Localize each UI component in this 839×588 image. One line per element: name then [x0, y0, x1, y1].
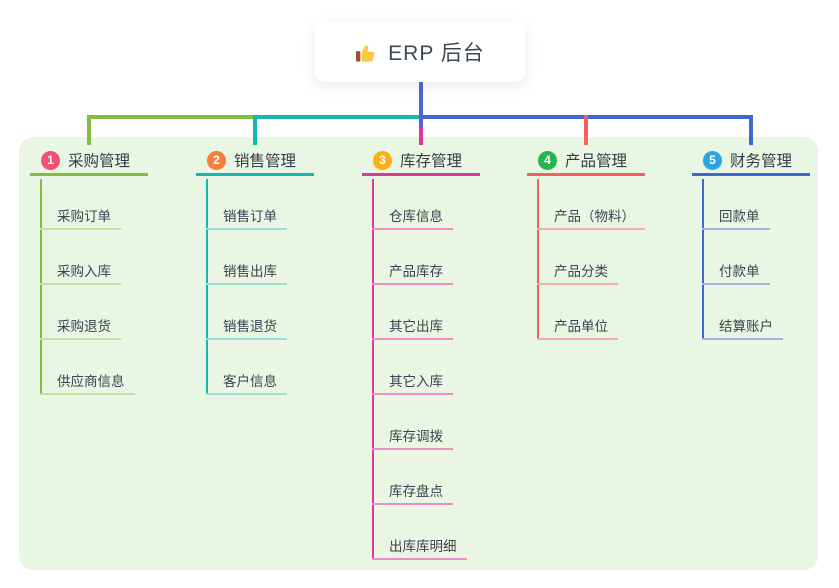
child-node[interactable]: 回款单	[702, 206, 770, 230]
branch-label: 库存管理	[400, 153, 463, 170]
branch-number-badge: 5	[703, 150, 722, 170]
child-node[interactable]: 采购退货	[40, 316, 121, 340]
connector-drop-branch-1	[87, 115, 91, 145]
child-node[interactable]: 销售订单	[206, 206, 287, 230]
child-label: 产品库存	[372, 261, 453, 285]
child-node[interactable]: 产品（物料）	[537, 206, 645, 230]
branch-node-1[interactable]: 1 采购管理	[30, 147, 148, 176]
branch-node-3[interactable]: 3 库存管理	[362, 147, 480, 176]
branch-label: 采购管理	[68, 153, 131, 170]
connector-bus-branch-2	[253, 115, 423, 119]
child-label: 仓库信息	[372, 206, 453, 230]
child-label: 销售出库	[206, 261, 287, 285]
child-node[interactable]: 库存调拨	[372, 426, 453, 450]
branch-trunk-line	[702, 179, 704, 340]
thumbs-up-icon	[356, 44, 375, 62]
child-node[interactable]: 产品分类	[537, 261, 618, 285]
branch-label: 财务管理	[730, 153, 793, 170]
root-node[interactable]: ERP 后台	[315, 22, 525, 82]
child-label: 客户信息	[206, 371, 287, 395]
branch-number-badge: 4	[538, 150, 557, 170]
child-node[interactable]: 出库库明细	[372, 536, 467, 560]
child-node[interactable]: 产品单位	[537, 316, 618, 340]
branch-node-5[interactable]: 5 财务管理	[692, 147, 810, 176]
connector-drop-branch-3	[419, 115, 423, 145]
child-label: 出库库明细	[372, 536, 467, 560]
child-label: 回款单	[702, 206, 770, 230]
branch-node-4[interactable]: 4 产品管理	[527, 147, 645, 176]
connector-drop-branch-4	[584, 115, 588, 145]
branch-label: 产品管理	[565, 153, 628, 170]
child-node[interactable]: 供应商信息	[40, 371, 135, 395]
child-node[interactable]: 其它出库	[372, 316, 453, 340]
child-node[interactable]: 结算账户	[702, 316, 783, 340]
branch-trunk-line	[206, 179, 208, 395]
child-node[interactable]: 客户信息	[206, 371, 287, 395]
child-node[interactable]: 仓库信息	[372, 206, 453, 230]
branch-number-badge: 1	[41, 150, 60, 170]
child-label: 结算账户	[702, 316, 783, 340]
branch-trunk-line	[537, 179, 539, 340]
child-label: 库存调拨	[372, 426, 453, 450]
child-label: 产品单位	[537, 316, 618, 340]
child-node[interactable]: 采购入库	[40, 261, 121, 285]
branch-node-2[interactable]: 2 销售管理	[196, 147, 314, 176]
child-label: 其它入库	[372, 371, 453, 395]
branch-number-badge: 3	[373, 150, 392, 170]
child-label: 付款单	[702, 261, 770, 285]
root-label: ERP 后台	[388, 42, 485, 65]
child-label: 产品分类	[537, 261, 618, 285]
branch-trunk-line	[372, 179, 374, 560]
child-node[interactable]: 采购订单	[40, 206, 121, 230]
child-label: 采购订单	[40, 206, 121, 230]
child-label: 供应商信息	[40, 371, 135, 395]
child-label: 产品（物料）	[537, 206, 645, 230]
child-node[interactable]: 销售出库	[206, 261, 287, 285]
child-node[interactable]: 付款单	[702, 261, 770, 285]
child-node[interactable]: 销售退货	[206, 316, 287, 340]
branches-panel	[19, 137, 818, 570]
child-label: 其它出库	[372, 316, 453, 340]
child-node[interactable]: 其它入库	[372, 371, 453, 395]
child-label: 库存盘点	[372, 481, 453, 505]
child-node[interactable]: 产品库存	[372, 261, 453, 285]
branch-label: 销售管理	[234, 153, 297, 170]
child-label: 销售订单	[206, 206, 287, 230]
connector-drop-branch-2	[253, 115, 257, 145]
child-label: 销售退货	[206, 316, 287, 340]
child-label: 采购退货	[40, 316, 121, 340]
branch-number-badge: 2	[207, 150, 226, 170]
child-label: 采购入库	[40, 261, 121, 285]
child-node[interactable]: 库存盘点	[372, 481, 453, 505]
connector-drop-branch-5	[749, 115, 753, 145]
branch-trunk-line	[40, 179, 42, 395]
connector-root-line	[419, 82, 423, 127]
